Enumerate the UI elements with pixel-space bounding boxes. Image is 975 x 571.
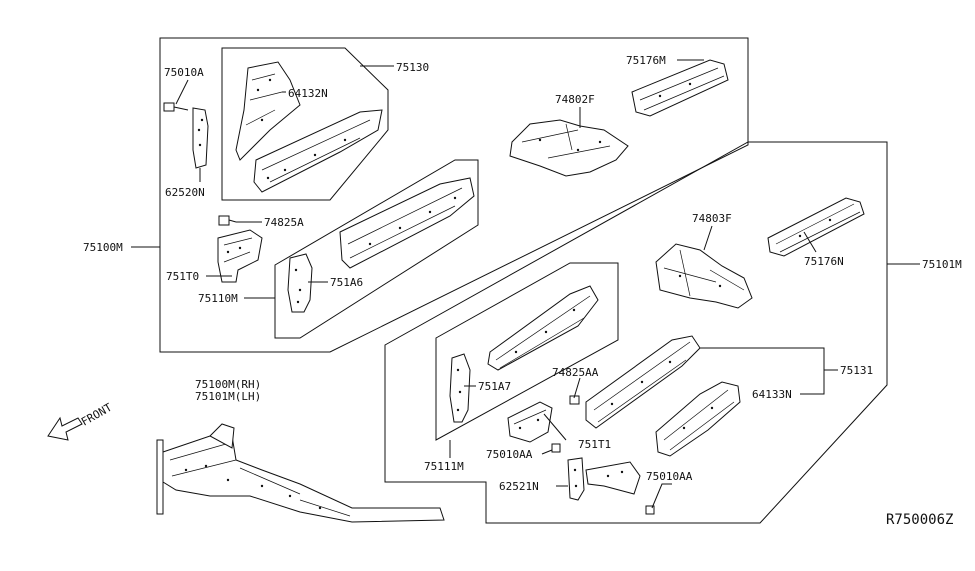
callout-75130: 75130	[396, 61, 429, 74]
callout-74803f: 74803F	[692, 212, 732, 225]
group-outline-75111m	[435, 262, 619, 441]
panel-64132n	[235, 61, 301, 161]
panel-74802f	[509, 119, 629, 177]
group-outline-75100m	[159, 37, 749, 353]
bracket-62521n	[567, 457, 585, 501]
callout-75176m: 75176M	[626, 54, 666, 67]
callout-assembly-lh: 75101M(LH)	[195, 390, 261, 403]
callout-75110m: 75110M	[198, 292, 238, 305]
callout-751a7: 751A7	[478, 380, 511, 393]
callout-75176n: 75176N	[804, 255, 844, 268]
callout-75010a: 75010A	[164, 66, 204, 79]
bolt-75010aa-left	[551, 443, 561, 453]
callout-75111m: 75111M	[424, 460, 464, 473]
callout-751t0: 751T0	[166, 270, 199, 283]
reference-code: R750006Z	[886, 512, 953, 528]
bracket-751t1	[507, 401, 553, 443]
leader-lines	[131, 59, 920, 509]
bracket-62520n	[192, 107, 209, 169]
member-75110m	[339, 177, 475, 269]
front-label: FRONT	[79, 401, 115, 429]
bracket-751a7	[449, 353, 471, 423]
callout-75131: 75131	[840, 364, 873, 377]
callout-751a6: 751A6	[330, 276, 363, 289]
front-arrow	[47, 416, 83, 441]
member-75111m	[487, 285, 599, 371]
callout-assembly-rh: 75100M(RH)	[195, 378, 261, 391]
callout-75101m: 75101M	[922, 258, 962, 271]
group-outline-75130	[221, 47, 389, 201]
bracket-751a6	[287, 253, 313, 313]
callout-75100m: 75100M	[83, 241, 123, 254]
group-outline-75110m	[274, 159, 479, 339]
callout-751t1: 751T1	[578, 438, 611, 451]
callout-74825aa: 74825AA	[552, 366, 599, 379]
bracket-751t0	[217, 229, 263, 283]
callout-74802f: 74802F	[555, 93, 595, 106]
callout-64132n: 64132N	[288, 87, 328, 100]
rail-75176n	[767, 197, 865, 257]
callout-64133n: 64133N	[752, 388, 792, 401]
panel-74803f	[655, 243, 753, 309]
rail-75176m	[631, 59, 729, 117]
callout-62520n: 62520N	[165, 186, 205, 199]
group-outline-75101m	[384, 141, 888, 524]
member-75131	[585, 335, 701, 429]
bolt-75010a	[163, 102, 189, 112]
callout-75010aa-right: 75010AA	[646, 470, 693, 483]
bolt-74825a	[218, 215, 237, 226]
member-75130	[253, 109, 383, 193]
bolt-75010aa-right	[645, 505, 655, 515]
callout-75010aa-left: 75010AA	[486, 448, 533, 461]
callout-74825a: 74825A	[264, 216, 304, 229]
assembly-75100m-75101m	[156, 423, 445, 523]
callout-62521n: 62521N	[499, 480, 539, 493]
panel-64133n	[655, 381, 741, 457]
member-lower-rail	[585, 461, 641, 495]
